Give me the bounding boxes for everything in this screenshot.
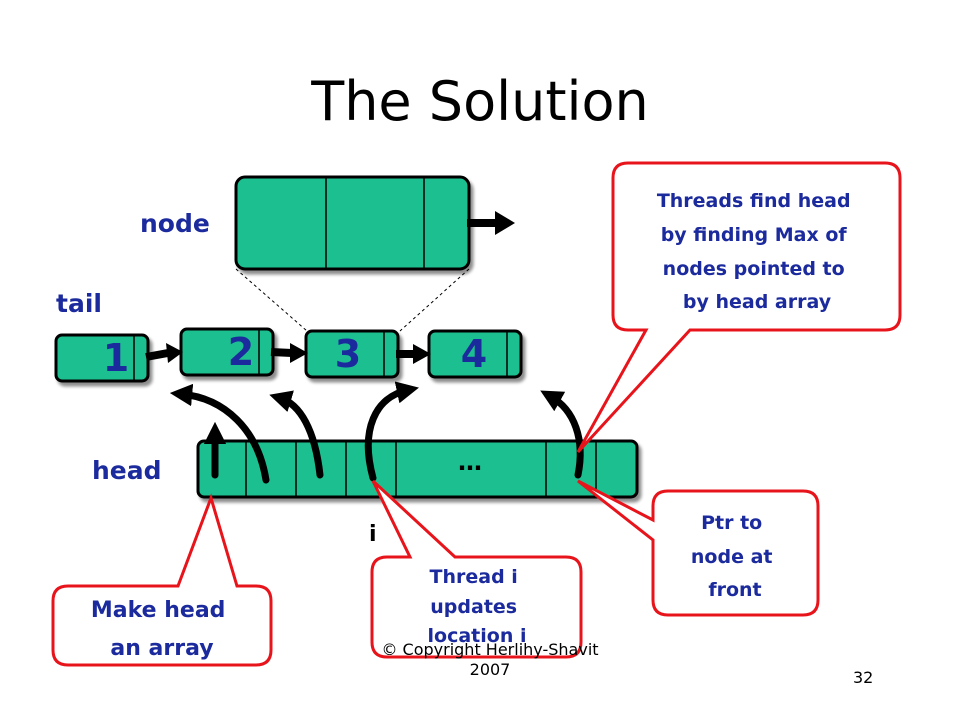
callout-make-array-text: Make head an array — [91, 598, 233, 661]
list-node-4 — [427, 329, 523, 379]
label-index-i: i — [369, 522, 377, 547]
callout-thread-i-text: Thread i updates location i — [428, 566, 527, 647]
zoom-line-right — [399, 268, 470, 332]
copyright-line: © Copyright Herlihy-Shavit — [381, 640, 599, 659]
callout-find-head — [576, 161, 902, 454]
callout-thread-i — [370, 479, 583, 659]
list-next-pointers — [145, 343, 431, 364]
page-number: 32 — [853, 668, 874, 687]
list-node-1 — [54, 333, 150, 383]
list-node-4-label: 4 — [461, 332, 487, 376]
copyright-year: 2007 — [469, 660, 511, 679]
label-tail: tail — [56, 289, 102, 318]
callout-ptr-front — [577, 479, 820, 617]
list-node-1-label: 1 — [103, 336, 129, 380]
list-node-3-label: 3 — [335, 332, 361, 376]
callout-find-head-text: Threads find head by finding Max of node… — [657, 190, 857, 313]
zoom-line-left — [235, 268, 308, 332]
callout-make-array — [51, 493, 273, 667]
list-node-2 — [179, 327, 275, 377]
list-node-2-label: 2 — [228, 330, 254, 374]
copyright-footer: © Copyright Herlihy-Shavit 2007 — [360, 640, 620, 680]
label-head: head — [92, 456, 162, 485]
label-node: node — [140, 209, 210, 238]
head-array — [196, 439, 639, 499]
slide-title: The Solution — [311, 70, 649, 133]
head-array-ellipsis: … — [458, 448, 482, 476]
head-pointers — [169, 381, 584, 484]
callout-ptr-front-text: Ptr to node at front — [691, 512, 779, 601]
node-detail-box — [234, 175, 471, 271]
node-detail — [234, 175, 515, 271]
